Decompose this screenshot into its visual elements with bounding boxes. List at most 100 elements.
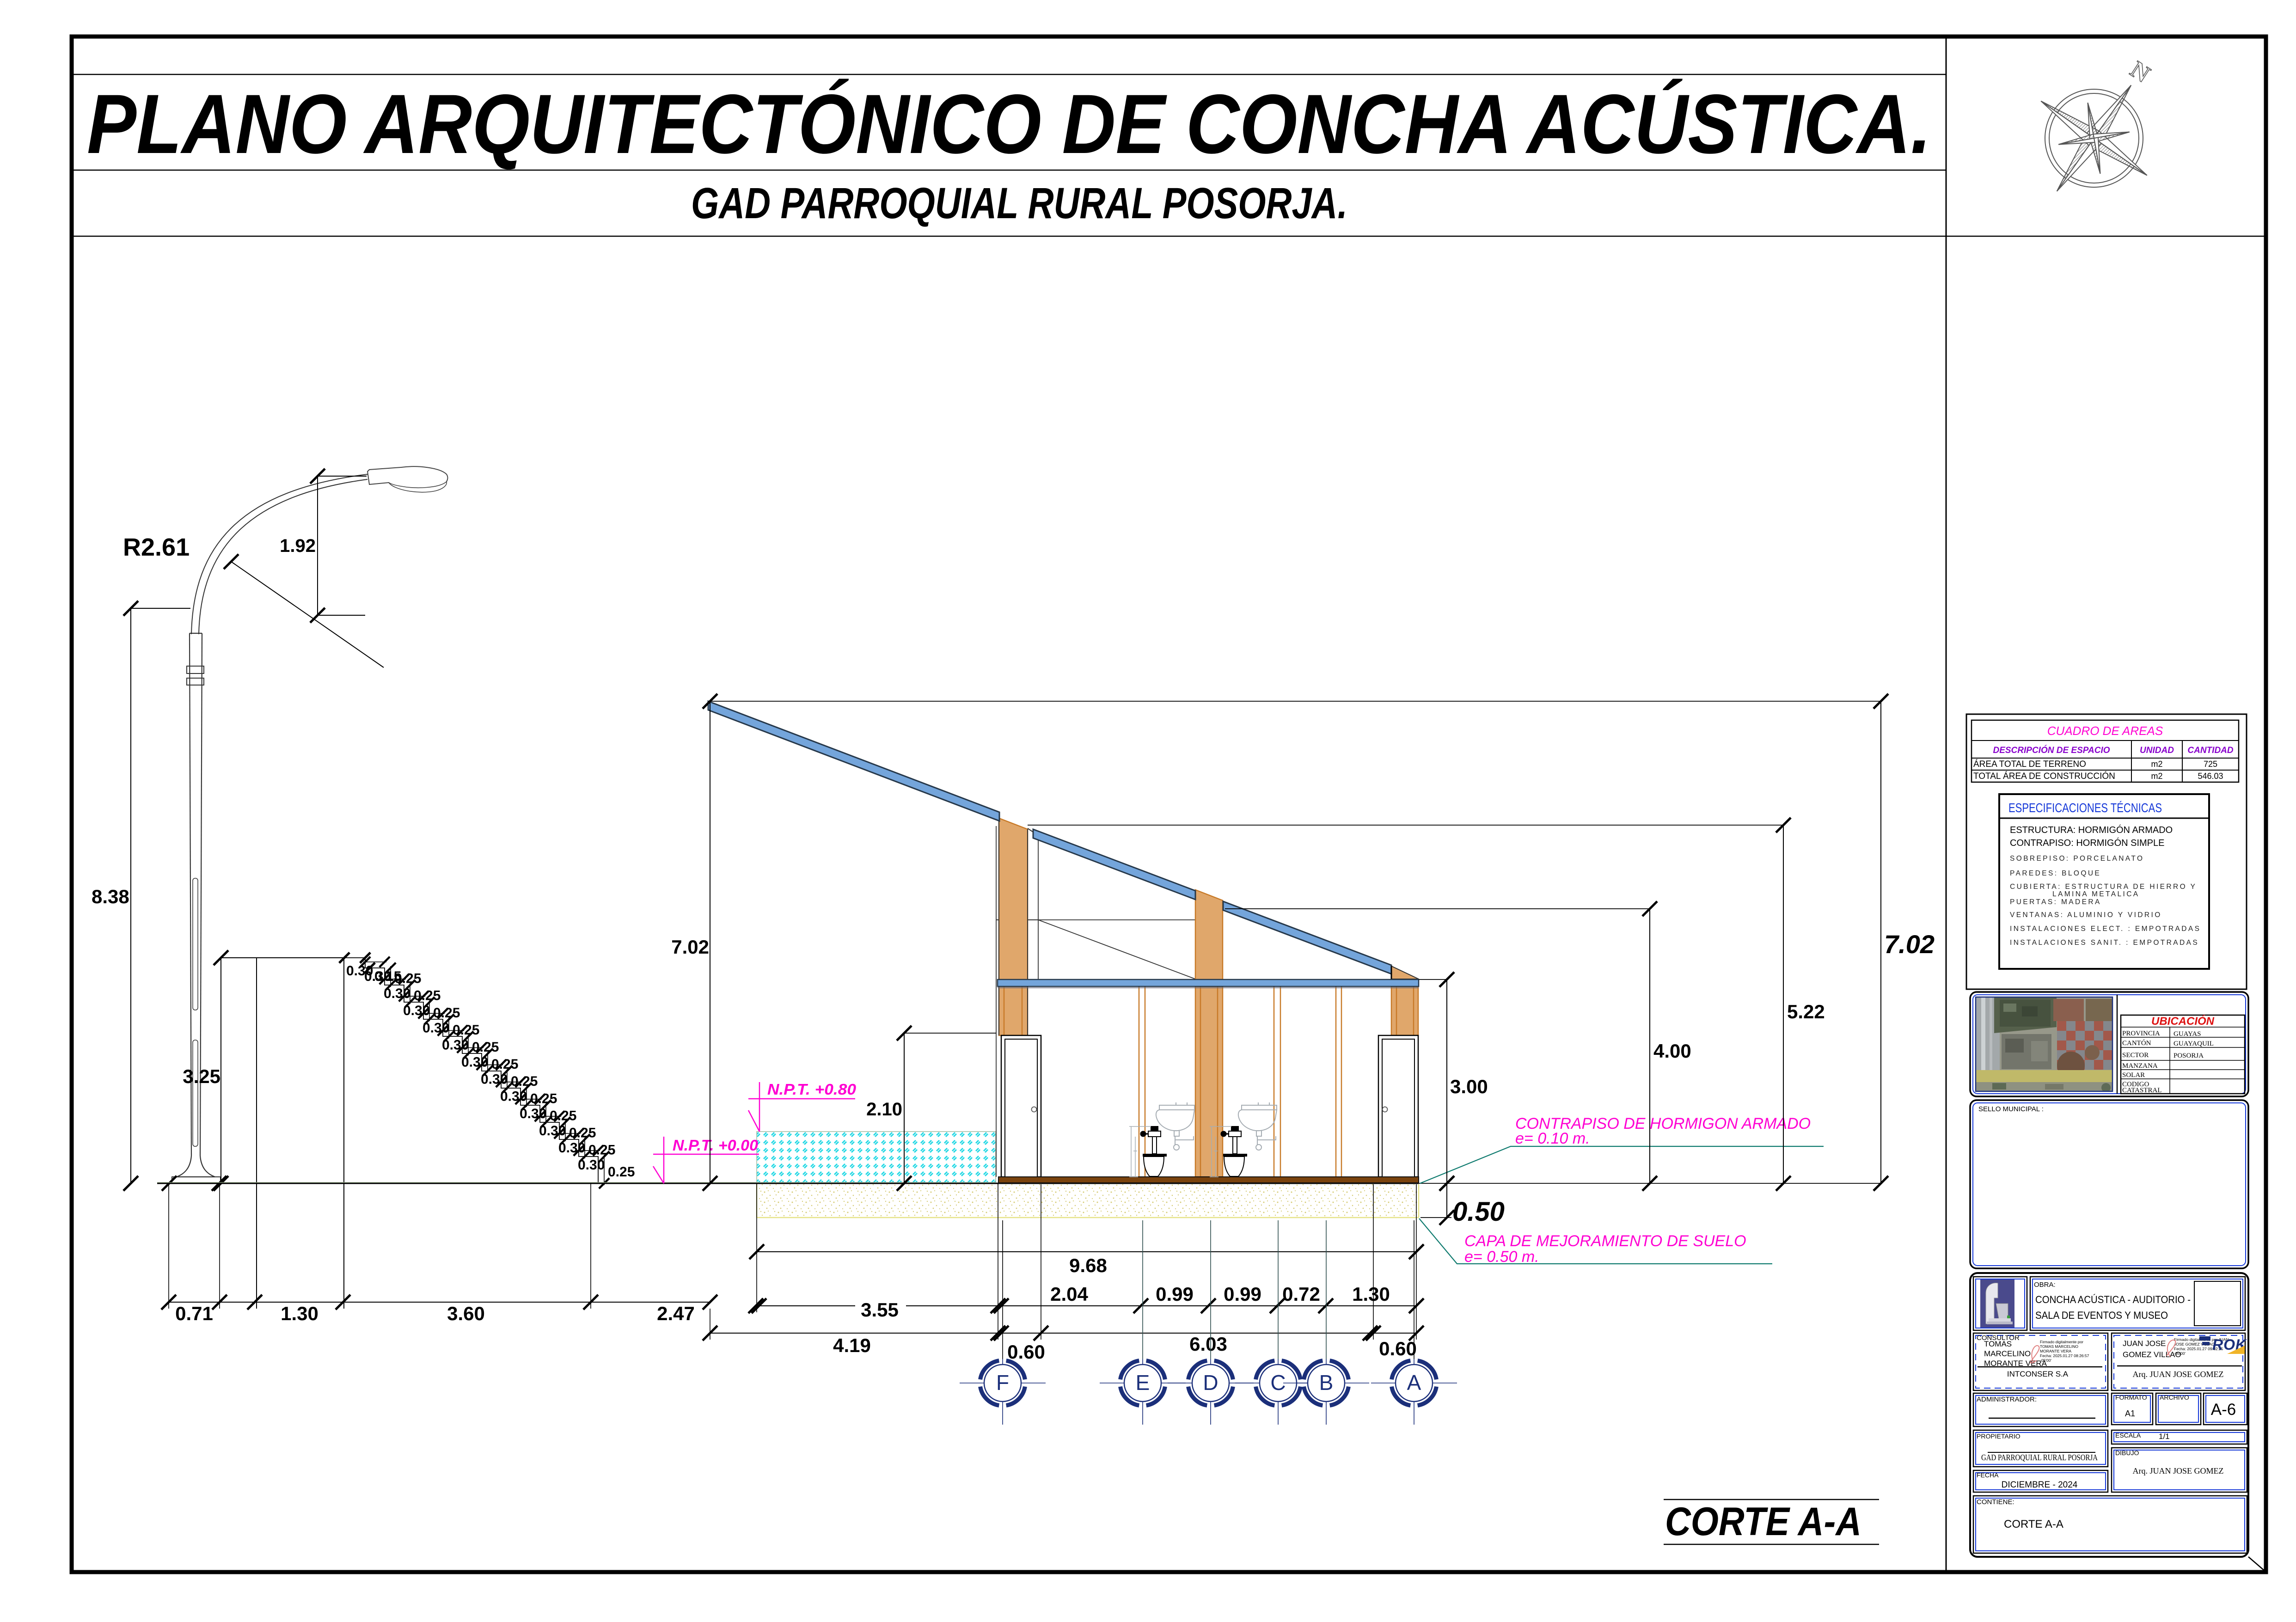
svg-text:B: B <box>1319 1371 1334 1395</box>
svg-text:LAMINA METALICA: LAMINA METALICA <box>2052 890 2140 898</box>
svg-text:0.71: 0.71 <box>175 1303 213 1324</box>
svg-text:3.00: 3.00 <box>1450 1076 1488 1097</box>
svg-text:PUERTAS: MADERA: PUERTAS: MADERA <box>2010 898 2101 906</box>
svg-text:CORTE A-A: CORTE A-A <box>2004 1518 2063 1530</box>
svg-text:MARCELINO: MARCELINO <box>1984 1349 2031 1358</box>
svg-text:CAPA DE MEJORAMIENTO DE SUELO: CAPA DE MEJORAMIENTO DE SUELO <box>1464 1232 1746 1250</box>
svg-text:CODIGO: CODIGO <box>2122 1081 2149 1088</box>
svg-text:A: A <box>1407 1371 1421 1395</box>
svg-text:0.25: 0.25 <box>472 1040 499 1055</box>
svg-text:GAD PARROQUIAL RURAL POSORJA: GAD PARROQUIAL RURAL POSORJA <box>1981 1453 2098 1462</box>
svg-text:ADMINISTRADOR:: ADMINISTRADOR: <box>1977 1396 2037 1403</box>
svg-text:CONCHA ACÚSTICA - AUDITORIO -: CONCHA ACÚSTICA - AUDITORIO - <box>2035 1294 2191 1305</box>
svg-text:PROPIETARIO: PROPIETARIO <box>1977 1432 2020 1440</box>
svg-text:e= 0.50 m.: e= 0.50 m. <box>1464 1248 1539 1266</box>
svg-text:TOTAL ÁREA DE CONSTRUCCIÓN: TOTAL ÁREA DE CONSTRUCCIÓN <box>1973 771 2115 781</box>
svg-text:FORMATO: FORMATO <box>2115 1394 2147 1401</box>
svg-text:7.02: 7.02 <box>671 936 709 958</box>
svg-text:0.60: 0.60 <box>1007 1341 1045 1363</box>
svg-text:INTCONSER S.A: INTCONSER S.A <box>2007 1370 2069 1378</box>
svg-text:CONSULTOR: CONSULTOR <box>1977 1334 2020 1342</box>
svg-text:CUADRO DE AREAS: CUADRO DE AREAS <box>2047 724 2163 738</box>
svg-text:0.25: 0.25 <box>394 971 421 986</box>
svg-text:VENTANAS: ALUMINIO Y VIDRIO: VENTANAS: ALUMINIO Y VIDRIO <box>2010 911 2162 919</box>
svg-text:ESTRUCTURA: HORMIGÓN ARMADO: ESTRUCTURA: HORMIGÓN ARMADO <box>2010 825 2173 835</box>
svg-text:4.00: 4.00 <box>1653 1040 1691 1062</box>
svg-text:POSORJA: POSORJA <box>2174 1052 2204 1059</box>
svg-text:CATASTRAL: CATASTRAL <box>2122 1087 2161 1094</box>
svg-text:CONTIENE:: CONTIENE: <box>1977 1498 2014 1506</box>
svg-text:Fecha: 2025.01.27 08:26:57: Fecha: 2025.01.27 08:26:57 <box>2040 1353 2089 1358</box>
svg-text:0.25: 0.25 <box>511 1074 538 1089</box>
svg-text:0.25: 0.25 <box>414 988 441 1004</box>
svg-text:GOMEZ VILLAO: GOMEZ VILLAO <box>2123 1350 2181 1359</box>
svg-text:PLANO ARQUITECTÓNICO DE CONCHA: PLANO ARQUITECTÓNICO DE CONCHA ACÚSTICA. <box>87 77 1931 171</box>
svg-text:725: 725 <box>2204 759 2217 769</box>
svg-text:CORTE A-A: CORTE A-A <box>1665 1500 1861 1544</box>
svg-text:INSTALACIONES SANIT. : EMPOTRA: INSTALACIONES SANIT. : EMPOTRADAS <box>2010 939 2199 947</box>
svg-text:DIBUJO: DIBUJO <box>2115 1449 2139 1457</box>
svg-text:ESCALA: ESCALA <box>2115 1432 2141 1439</box>
svg-text:3.25: 3.25 <box>183 1065 220 1087</box>
svg-text:INSTALACIONES ELECT. : EMPOTRA: INSTALACIONES ELECT. : EMPOTRADAS <box>2010 925 2201 933</box>
svg-text:SOBREPISO: PORCELANATO: SOBREPISO: PORCELANATO <box>2010 855 2144 863</box>
svg-text:0.99: 0.99 <box>1224 1283 1261 1305</box>
svg-text:PAREDES: BLOQUE: PAREDES: BLOQUE <box>2010 869 2101 877</box>
svg-text:Arq. JUAN JOSE GOMEZ: Arq. JUAN JOSE GOMEZ <box>2133 1466 2224 1475</box>
svg-text:SELLO MUNICIPAL :: SELLO MUNICIPAL : <box>1978 1105 2044 1113</box>
svg-text:6.03: 6.03 <box>1189 1333 1227 1355</box>
svg-text:ARCHIVO: ARCHIVO <box>2160 1394 2189 1401</box>
svg-text:1.92: 1.92 <box>280 536 316 556</box>
svg-text:0.25: 0.25 <box>608 1164 635 1180</box>
svg-text:SALA DE EVENTOS Y MUSEO: SALA DE EVENTOS Y MUSEO <box>2035 1310 2168 1321</box>
svg-text:OBRA:: OBRA: <box>2034 1281 2056 1289</box>
svg-text:ÁREA TOTAL DE TERRENO: ÁREA TOTAL DE TERRENO <box>1973 759 2086 769</box>
svg-text:5.22: 5.22 <box>1787 1001 1825 1022</box>
svg-text:-05'00': -05'00' <box>2174 1351 2186 1356</box>
svg-text:7.02: 7.02 <box>1884 930 1935 959</box>
svg-text:e= 0.10 m.: e= 0.10 m. <box>1515 1130 1590 1147</box>
svg-text:R2.61: R2.61 <box>123 533 190 561</box>
svg-text:CANTIDAD: CANTIDAD <box>2187 746 2233 755</box>
svg-text:UNIDAD: UNIDAD <box>2140 746 2174 755</box>
svg-text:m2: m2 <box>2151 771 2162 781</box>
svg-text:DESCRIPCIÓN DE ESPACIO: DESCRIPCIÓN DE ESPACIO <box>1993 745 2110 755</box>
svg-text:F: F <box>996 1371 1009 1395</box>
svg-text:FECHA: FECHA <box>1977 1471 1999 1479</box>
svg-text:A-6: A-6 <box>2211 1401 2236 1419</box>
svg-text:CONTRAPISO: HORMIGÓN SIMPLE: CONTRAPISO: HORMIGÓN SIMPLE <box>2010 838 2164 848</box>
svg-text:E: E <box>1136 1371 1150 1395</box>
svg-text:2.04: 2.04 <box>1050 1283 1088 1305</box>
svg-text:-05'00': -05'00' <box>2040 1358 2051 1363</box>
svg-text:Firmado digitalmente por: Firmado digitalmente por <box>2040 1340 2083 1344</box>
svg-text:ESPECIFICACIONES TÉCNICAS: ESPECIFICACIONES TÉCNICAS <box>2008 801 2162 815</box>
svg-text:SECTOR: SECTOR <box>2122 1052 2149 1059</box>
svg-text:A1: A1 <box>2125 1409 2135 1418</box>
svg-text:8.38: 8.38 <box>92 886 129 907</box>
svg-text:CANTÓN: CANTÓN <box>2122 1039 2151 1047</box>
svg-text:MANZANA: MANZANA <box>2122 1062 2158 1070</box>
svg-text:0.50: 0.50 <box>1452 1197 1505 1227</box>
svg-text:0.99: 0.99 <box>1156 1283 1194 1305</box>
svg-text:D: D <box>1203 1371 1218 1395</box>
svg-text:GUAYAQUIL: GUAYAQUIL <box>2174 1040 2214 1047</box>
svg-text:Fecha: 2025.01.27 09:02:25: Fecha: 2025.01.27 09:02:25 <box>2174 1347 2223 1351</box>
svg-text:GUAYAS: GUAYAS <box>2174 1030 2201 1038</box>
svg-text:3.55: 3.55 <box>861 1299 899 1321</box>
svg-text:m2: m2 <box>2151 759 2162 769</box>
svg-text:1.30: 1.30 <box>281 1303 318 1324</box>
svg-text:0.25: 0.25 <box>453 1022 479 1038</box>
svg-text:CONTRAPISO DE HORMIGON ARMADO: CONTRAPISO DE HORMIGON ARMADO <box>1515 1115 1811 1132</box>
svg-text:UBICACIÓN: UBICACIÓN <box>2151 1015 2215 1028</box>
svg-text:0.30: 0.30 <box>346 963 373 979</box>
svg-text:TOMAS MARCELINO: TOMAS MARCELINO <box>2040 1344 2078 1349</box>
svg-text:TOMAS: TOMAS <box>1984 1340 2012 1348</box>
svg-text:0.25: 0.25 <box>588 1143 615 1158</box>
svg-text:C: C <box>1270 1371 1286 1395</box>
svg-text:9.68: 9.68 <box>1069 1255 1107 1276</box>
svg-text:0.25: 0.25 <box>530 1091 557 1106</box>
svg-text:0.60: 0.60 <box>1379 1338 1417 1359</box>
svg-text:3.60: 3.60 <box>447 1303 485 1324</box>
svg-text:2.10: 2.10 <box>866 1099 902 1120</box>
svg-text:1.30: 1.30 <box>1352 1283 1390 1305</box>
